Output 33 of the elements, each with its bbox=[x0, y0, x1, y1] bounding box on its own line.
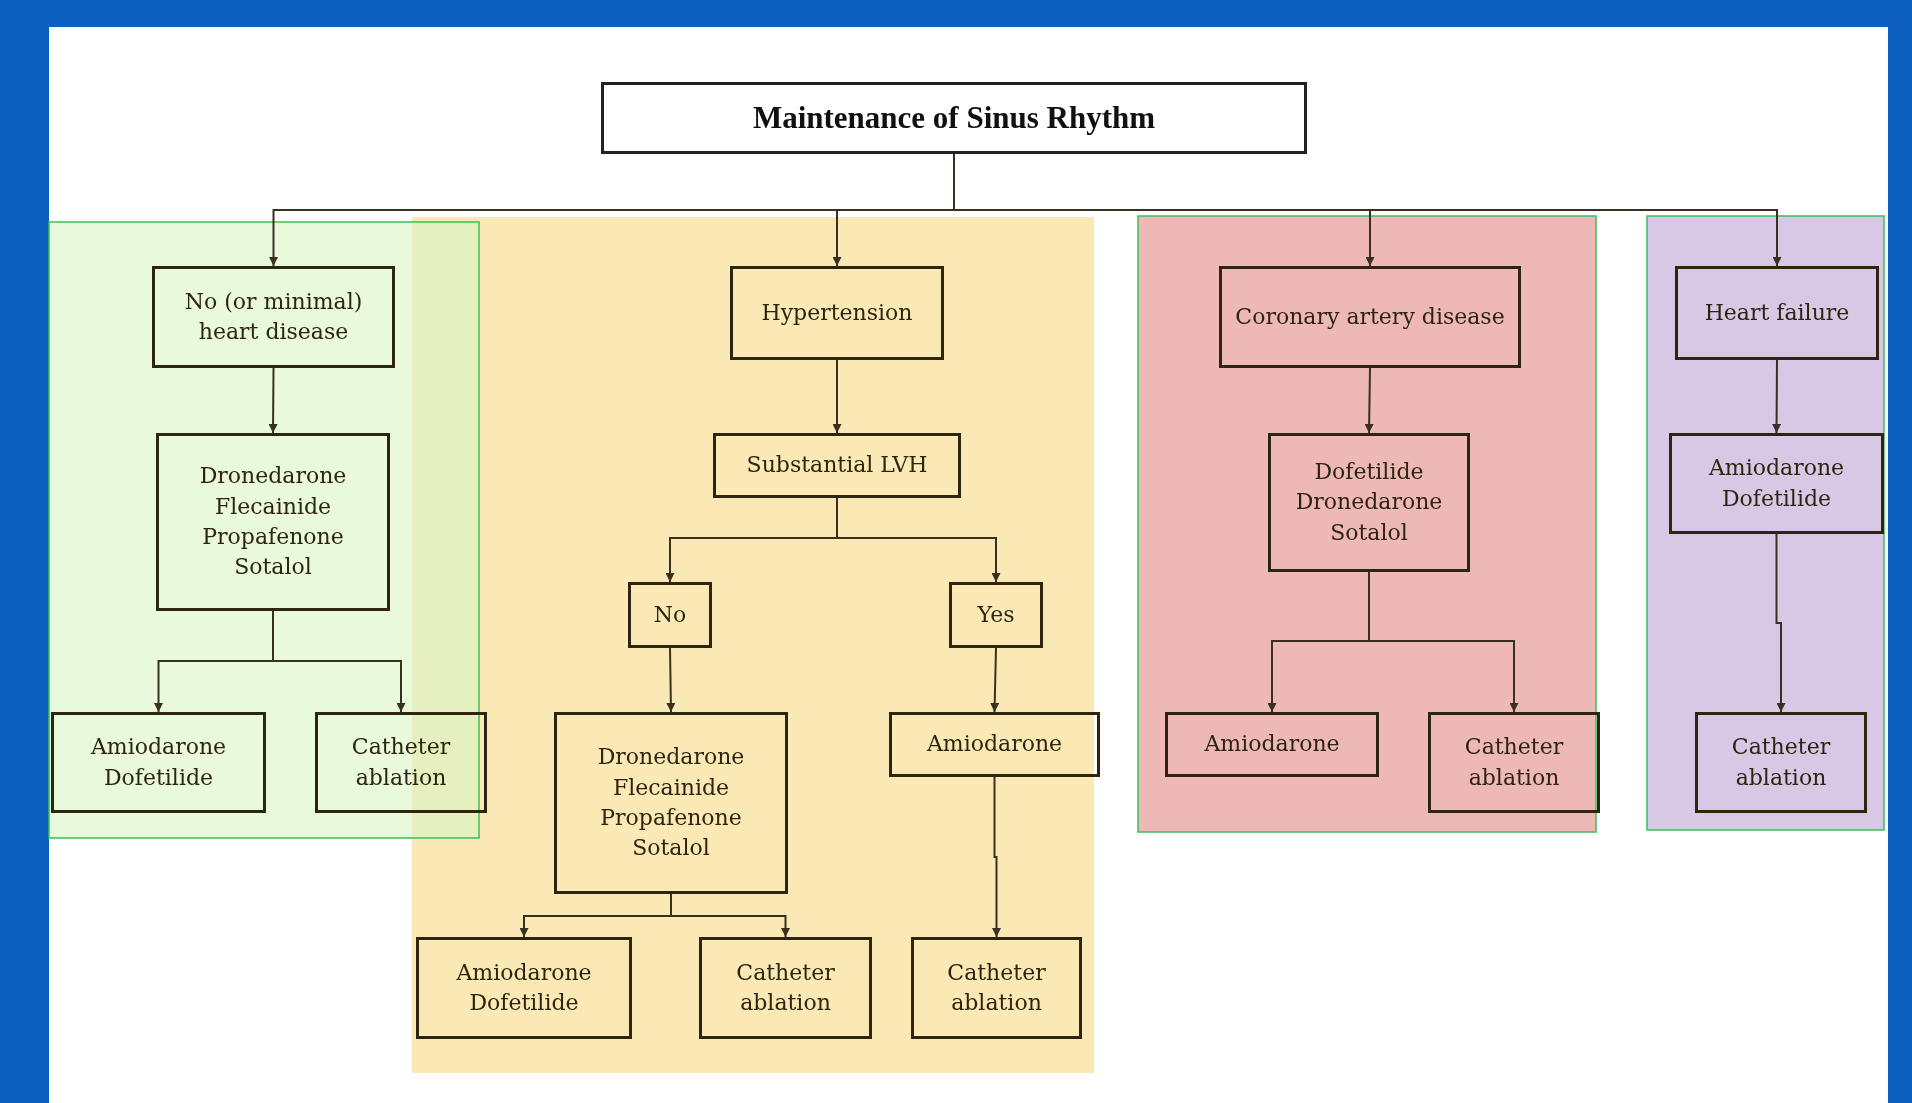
treatment-box: Amiodarone Dofetilide bbox=[1669, 433, 1884, 534]
arrow bbox=[1364, 367, 1374, 434]
treatment-box: Catheter ablation bbox=[1428, 712, 1600, 813]
treatment-box: Amiodarone Dofetilide bbox=[51, 712, 266, 813]
arrow bbox=[666, 647, 676, 713]
arrow bbox=[1772, 359, 1782, 434]
treatment-box: Yes bbox=[949, 582, 1043, 648]
arrow bbox=[836, 497, 1001, 583]
treatment-box: Amiodarone Dofetilide bbox=[416, 937, 632, 1039]
treatment-box: Dronedarone Flecainide Propafenone Sotalol bbox=[156, 433, 390, 611]
arrow bbox=[670, 893, 790, 938]
title-box: Maintenance of Sinus Rhythm bbox=[601, 82, 1307, 154]
arrow bbox=[272, 610, 406, 713]
treatment-box: No bbox=[628, 582, 712, 648]
arrow bbox=[1775, 533, 1786, 713]
treatment-box: No (or minimal) heart disease bbox=[152, 266, 395, 368]
treatment-box: Amiodarone bbox=[889, 712, 1100, 777]
treatment-box: Substantial LVH bbox=[713, 433, 961, 498]
arrow bbox=[1368, 571, 1519, 713]
treatment-box: Dofetilide Dronedarone Sotalol bbox=[1268, 433, 1470, 572]
treatment-box: Catheter ablation bbox=[315, 712, 487, 813]
treatment-box: Coronary artery disease bbox=[1219, 266, 1521, 368]
treatment-box: Dronedarone Flecainide Propafenone Sotalol bbox=[554, 712, 788, 894]
treatment-box: Hypertension bbox=[730, 266, 944, 360]
arrow bbox=[268, 367, 278, 434]
arrow bbox=[832, 359, 842, 434]
treatment-box: Catheter ablation bbox=[1695, 712, 1867, 813]
treatment-box: Catheter ablation bbox=[911, 937, 1082, 1039]
treatment-box: Amiodarone bbox=[1165, 712, 1379, 777]
treatment-box: Heart failure bbox=[1675, 266, 1879, 360]
treatment-box: Catheter ablation bbox=[699, 937, 872, 1039]
arrow bbox=[992, 776, 1001, 938]
arrow bbox=[990, 647, 1000, 713]
